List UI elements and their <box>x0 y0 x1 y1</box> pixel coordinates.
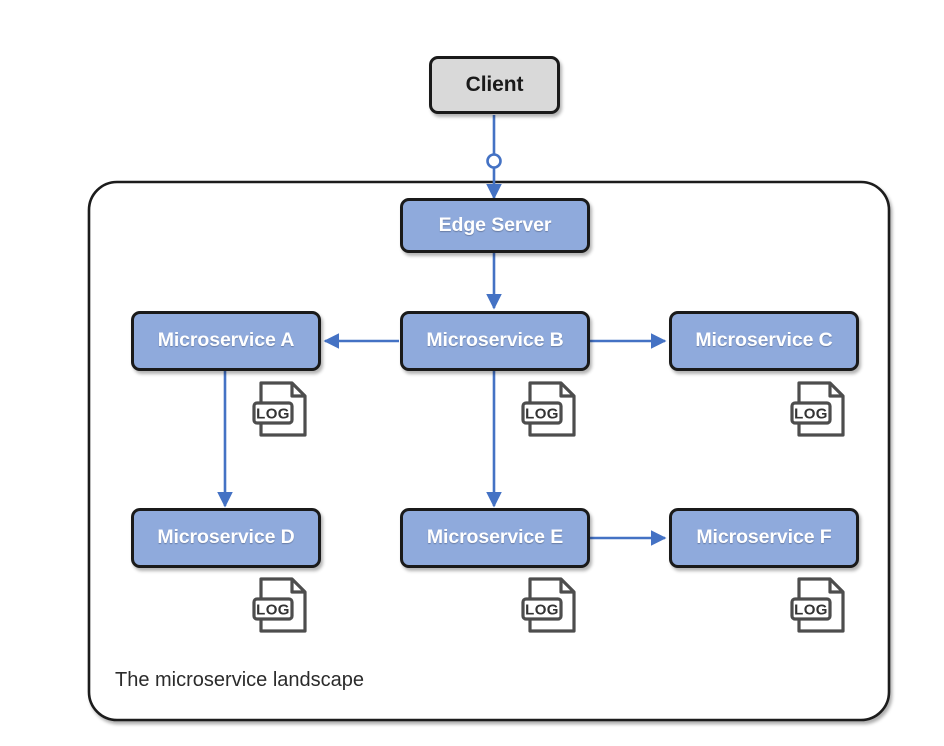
node-client[interactable]: Client <box>429 56 560 114</box>
log-icon-microservice-c: LOG <box>790 378 852 440</box>
log-icon-microservice-e: LOG <box>521 574 583 636</box>
microservice-landscape-container <box>87 180 891 722</box>
node-microservice-d-label: Microservice D <box>157 526 295 549</box>
boundary-marker-circle <box>486 153 502 169</box>
node-microservice-b[interactable]: Microservice B <box>400 311 590 371</box>
log-icon-text: LOG <box>794 602 828 619</box>
log-icon-microservice-b: LOG <box>521 378 583 440</box>
node-edge-server[interactable]: Edge Server <box>400 198 590 253</box>
log-icon-text: LOG <box>256 602 290 619</box>
log-icon-text: LOG <box>525 602 559 619</box>
log-icon-text: LOG <box>794 406 828 423</box>
node-microservice-b-label: Microservice B <box>426 329 564 352</box>
node-microservice-f-label: Microservice F <box>696 526 832 549</box>
node-microservice-e-label: Microservice E <box>426 526 564 549</box>
container-caption: The microservice landscape <box>115 669 364 691</box>
node-client-label: Client <box>465 73 524 97</box>
log-icon-microservice-a: LOG <box>252 378 314 440</box>
log-icon-text: LOG <box>525 406 559 423</box>
node-edge-server-label: Edge Server <box>438 213 552 236</box>
log-icon-microservice-d: LOG <box>252 574 314 636</box>
log-icon-microservice-f: LOG <box>790 574 852 636</box>
log-icon-text: LOG <box>256 406 290 423</box>
node-microservice-c-label: Microservice C <box>695 329 833 352</box>
node-microservice-a[interactable]: Microservice A <box>131 311 321 371</box>
node-microservice-f[interactable]: Microservice F <box>669 508 859 568</box>
node-microservice-a-label: Microservice A <box>157 329 295 352</box>
node-microservice-d[interactable]: Microservice D <box>131 508 321 568</box>
node-microservice-c[interactable]: Microservice C <box>669 311 859 371</box>
node-microservice-e[interactable]: Microservice E <box>400 508 590 568</box>
